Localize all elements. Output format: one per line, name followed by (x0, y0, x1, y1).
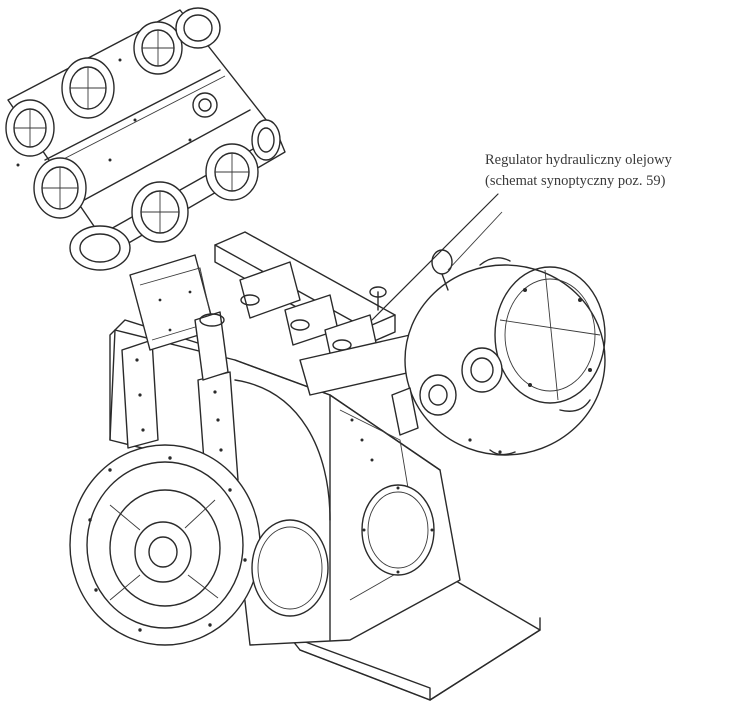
port-4 (175, 7, 221, 49)
port-2 (61, 57, 115, 119)
callout-line-2: (schemat synoptyczny poz. 59) (485, 173, 666, 189)
flywheel-housing (69, 444, 261, 646)
side-covers (251, 484, 435, 617)
callout-leader (371, 193, 499, 321)
rocker-frame (214, 231, 421, 396)
port-8 (69, 225, 131, 271)
hydraulic-regulator (391, 249, 606, 456)
port-1 (5, 99, 55, 157)
crankcase (109, 319, 461, 646)
port-7 (205, 143, 259, 201)
port-5 (33, 157, 87, 219)
regulator-callout-label: Regulator hydrauliczny olejowy (schemat … (485, 150, 672, 192)
cylinder-column (129, 254, 229, 381)
port-3 (133, 21, 183, 75)
callout-leader-2 (447, 211, 503, 271)
cylinder-ports (5, 7, 281, 271)
port-9 (251, 119, 281, 161)
port-10 (192, 92, 218, 118)
port-6 (131, 181, 189, 243)
callout-line-1: Regulator hydrauliczny olejowy (485, 152, 672, 168)
